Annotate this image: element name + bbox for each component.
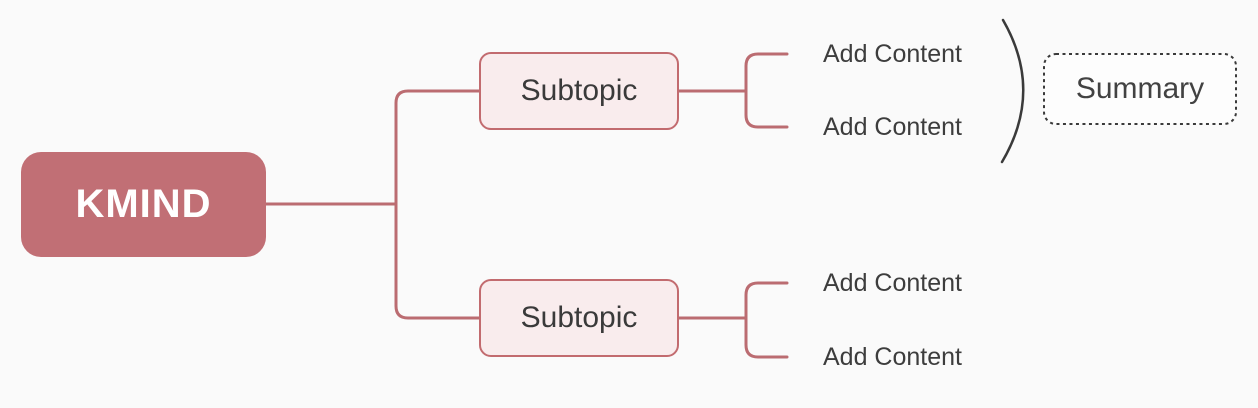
add-content-leaf[interactable]: Add Content	[823, 342, 962, 372]
add-content-label: Add Content	[823, 112, 962, 141]
add-content-label: Add Content	[823, 39, 962, 68]
add-content-label: Add Content	[823, 268, 962, 297]
add-content-leaf[interactable]: Add Content	[823, 112, 962, 142]
connector-subtopic2-to-children	[675, 281, 789, 359]
subtopic-node-1[interactable]: Subtopic	[479, 52, 679, 130]
subtopic-label: Subtopic	[520, 301, 638, 334]
subtopic-label: Subtopic	[520, 74, 638, 107]
connector-subtopic1-to-children	[675, 52, 789, 129]
root-topic-node[interactable]: KMIND	[21, 152, 266, 257]
summary-node[interactable]: Summary	[1043, 53, 1237, 125]
add-content-leaf[interactable]: Add Content	[823, 39, 962, 69]
root-topic-label: KMIND	[75, 182, 212, 226]
add-content-leaf[interactable]: Add Content	[823, 268, 962, 298]
add-content-label: Add Content	[823, 342, 962, 371]
connector-root-to-subtopics	[262, 89, 482, 320]
summary-brace-arc	[1000, 18, 1025, 164]
summary-node-border	[1043, 53, 1237, 125]
summary-label: Summary	[1075, 72, 1205, 105]
subtopic-node-2[interactable]: Subtopic	[479, 279, 679, 357]
